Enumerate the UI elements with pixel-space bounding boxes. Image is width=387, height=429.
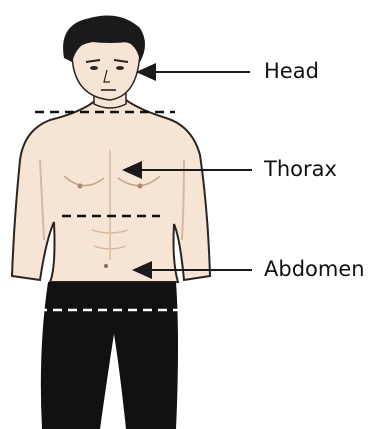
navel (104, 264, 108, 268)
right-nipple (138, 184, 143, 189)
right-eye (116, 66, 124, 70)
left-eye (90, 66, 98, 70)
pants-illustration (41, 282, 178, 429)
face-illustration (72, 40, 140, 100)
head-label: Head (264, 61, 319, 82)
thorax-label: Thorax (264, 159, 337, 180)
head-pointer-arrow (136, 63, 250, 81)
left-nipple (78, 184, 83, 189)
abdomen-label: Abdomen (264, 259, 365, 280)
